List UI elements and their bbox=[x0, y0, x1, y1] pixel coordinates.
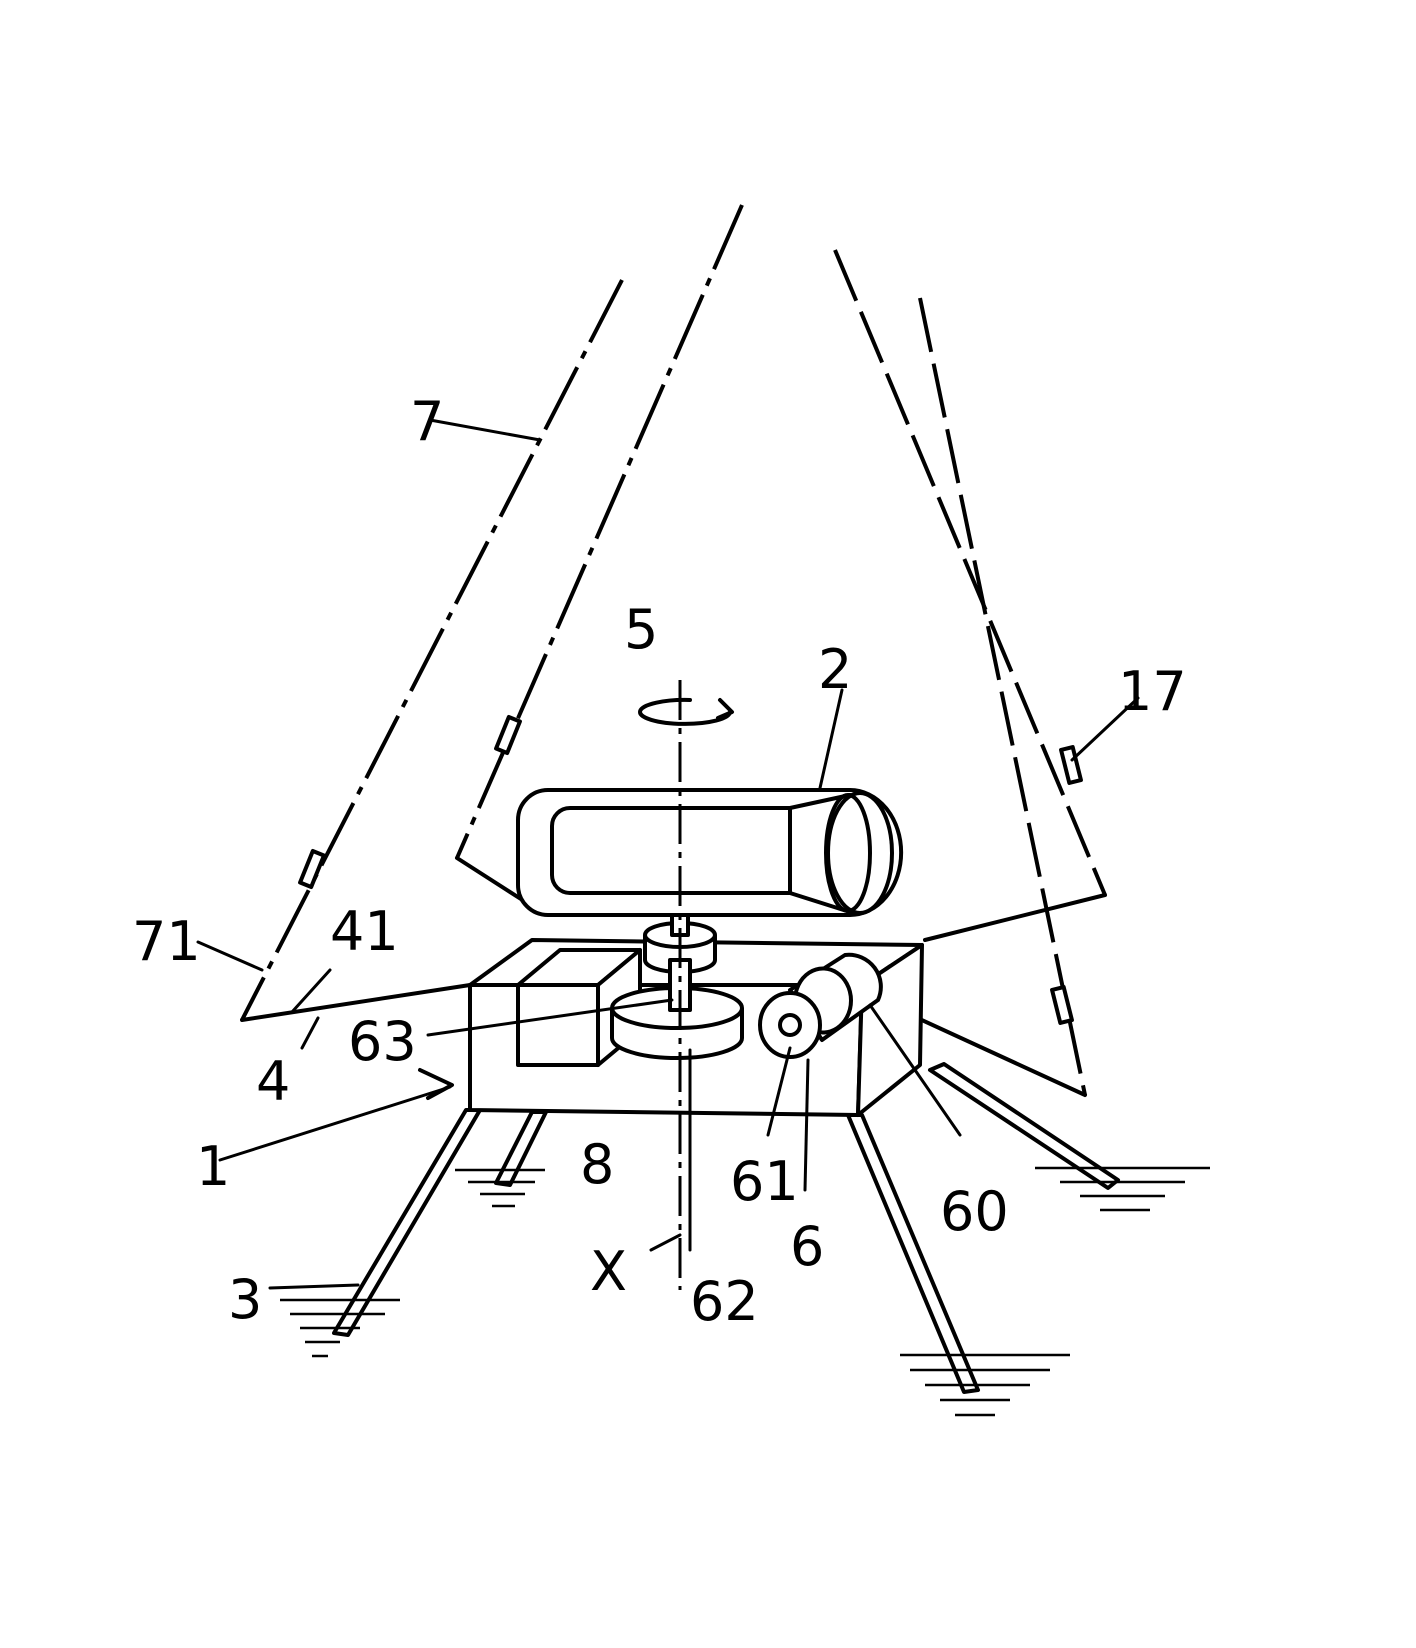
label-60: 60 bbox=[940, 1180, 1009, 1243]
label-7: 7 bbox=[410, 390, 444, 453]
projector bbox=[518, 790, 901, 915]
label-71: 71 bbox=[132, 910, 201, 973]
label-6: 6 bbox=[790, 1215, 824, 1278]
label-1: 1 bbox=[196, 1135, 230, 1198]
rotation-arrow bbox=[640, 700, 732, 724]
label-17: 17 bbox=[1118, 660, 1187, 723]
label-62: 62 bbox=[690, 1270, 759, 1333]
label-5: 5 bbox=[624, 598, 658, 661]
label-X: X bbox=[590, 1240, 627, 1303]
label-63: 63 bbox=[348, 1010, 417, 1073]
label-4: 4 bbox=[256, 1050, 290, 1113]
label-2: 2 bbox=[818, 638, 852, 701]
label-3: 3 bbox=[228, 1268, 262, 1331]
label-61: 61 bbox=[730, 1150, 799, 1213]
label-41: 41 bbox=[330, 900, 399, 963]
label-8: 8 bbox=[580, 1133, 614, 1196]
